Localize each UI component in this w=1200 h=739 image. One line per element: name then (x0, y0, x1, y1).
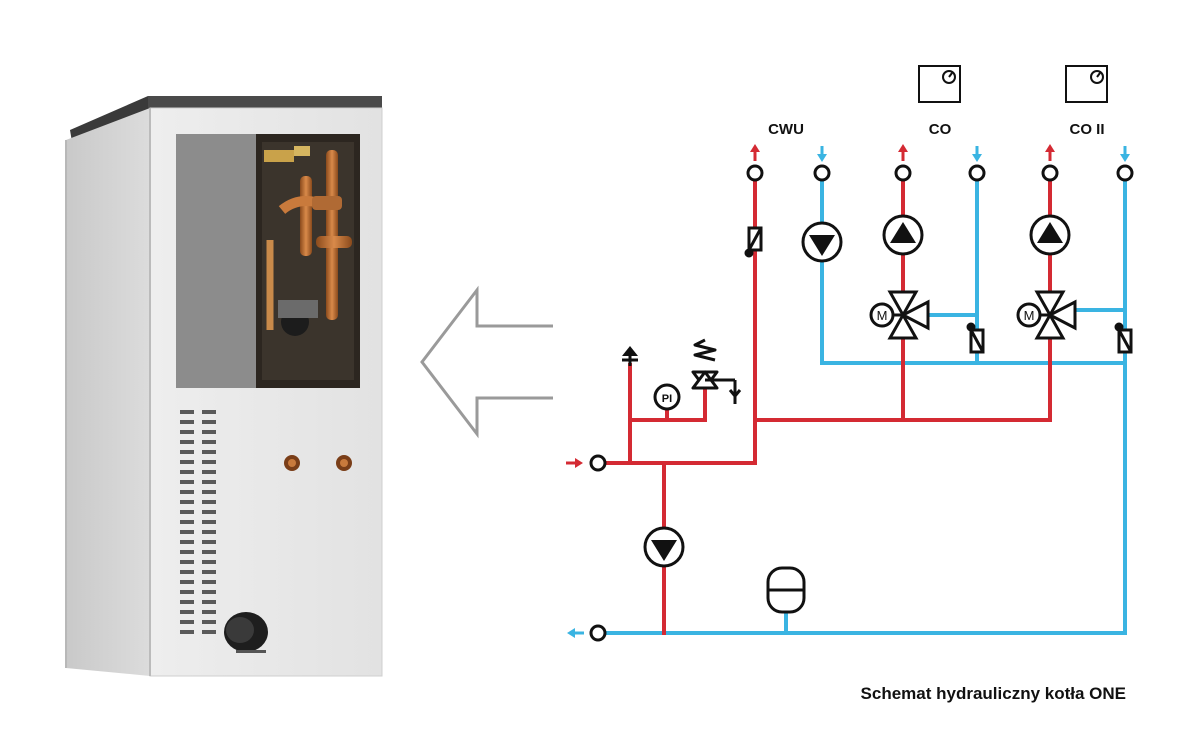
pipe-connections (589, 164, 1134, 642)
pressure-gauge-label: PI (662, 393, 672, 405)
outline-arrow-left-icon (420, 285, 553, 439)
thermostat-co2-icon (1065, 65, 1108, 103)
pressure-gauge-icon (653, 383, 681, 420)
check-valve-co2-icon (1114, 322, 1133, 354)
thermostat-co-icon (918, 65, 961, 103)
label-co2: CO II (1069, 121, 1104, 138)
boiler-illustration (65, 96, 383, 677)
expansion-vessel-icon (766, 566, 806, 614)
pump-co-icon (882, 214, 924, 256)
motor-label-co2: M (1024, 308, 1035, 323)
air-vent-icon (622, 346, 638, 366)
motor-label-co: M (877, 308, 888, 323)
check-valve-cwu-icon (744, 226, 763, 258)
check-valve-co-icon (966, 322, 985, 354)
pump-co2-icon (1029, 214, 1071, 256)
pump-boiler-icon (643, 526, 685, 568)
safety-valve-icon (691, 338, 742, 404)
mixing-valve-co-icon (869, 290, 930, 340)
mixing-valve-co2-icon (1016, 290, 1077, 340)
label-co: CO (929, 121, 952, 138)
flow-arrows (566, 144, 1130, 638)
diagram-caption: Schemat hydrauliczny kotła ONE (861, 684, 1126, 703)
label-cwu: CWU (768, 121, 804, 138)
pump-cwu-icon (801, 221, 843, 263)
